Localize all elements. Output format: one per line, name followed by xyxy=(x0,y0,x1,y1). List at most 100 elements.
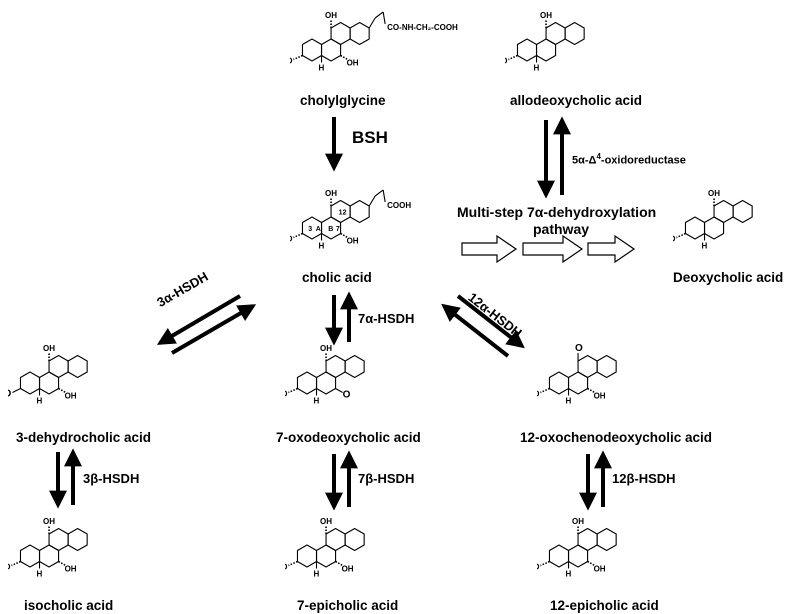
oxidoreductase-label: 5α-Δ4-oxidoreductase xyxy=(572,152,686,167)
ring-d-shape xyxy=(344,354,365,379)
ring-c-shape xyxy=(545,21,566,46)
h-label-c5: H xyxy=(566,570,572,579)
hsdh12b-label: 12β-HSDH xyxy=(612,471,676,486)
ring-c-shape xyxy=(48,527,69,552)
ring-d-shape xyxy=(349,21,370,46)
hydroxyl-label-c3: HO xyxy=(290,235,292,244)
hydroxyl-label-c3: HO xyxy=(537,390,539,399)
hydroxyl-label-c7: OH xyxy=(347,59,359,68)
oxodeoxycholic-label: 7-oxodeoxycholic acid xyxy=(276,430,421,445)
ketone-label-c3: O xyxy=(8,389,11,400)
ring-a-label: A xyxy=(316,226,321,233)
ring-d-shape xyxy=(349,199,370,224)
isocholic-label: isocholic acid xyxy=(24,598,114,613)
ring-c-shape xyxy=(325,354,346,379)
ring-d-shape xyxy=(732,199,753,224)
ketone-bond-c3 xyxy=(12,388,21,393)
hydroxyl-label-c3: HO xyxy=(505,57,507,66)
side-chain-bond-1 xyxy=(368,17,376,29)
cholic-acid-structure: HOHOHOHCOOH3AB712 xyxy=(290,189,411,251)
ring-c-shape xyxy=(713,199,734,224)
12-epicholic-label: 12-epicholic acid xyxy=(550,598,659,613)
hsdh12a-arrow-right xyxy=(456,294,525,349)
hydroxyl-label-c12: OH xyxy=(325,189,337,198)
cholylglycine-structure: HOHOHOHCO-NH-CH₂-COOH xyxy=(290,11,458,73)
hydroxyl-bond-c3 xyxy=(293,54,303,61)
h-label-c5: H xyxy=(534,64,540,73)
ring-d-shape xyxy=(67,354,88,379)
hydroxyl-label-c12: OH xyxy=(325,11,337,20)
ring-a-shape xyxy=(301,38,323,62)
hsdh7a-label: 7α-HSDH xyxy=(358,311,415,326)
h-label-c5: H xyxy=(314,570,320,579)
hydroxyl-label-c7: OH xyxy=(594,565,606,574)
ring-a-shape xyxy=(548,371,570,395)
h-label-c5: H xyxy=(319,242,325,251)
hydroxyl-bond-c7 xyxy=(587,560,595,567)
hydroxyl-label-c7: OH xyxy=(342,565,354,574)
allodeoxycholic-label: allodeoxycholic acid xyxy=(510,93,643,108)
hydroxyl-bond-c7 xyxy=(340,232,348,239)
hydroxyl-label-c3: HO xyxy=(285,390,287,399)
hydroxyl-bond-c3 xyxy=(11,560,21,567)
position-3-label: 3 xyxy=(308,226,312,233)
h-label-c5: H xyxy=(702,242,708,251)
ring-a-shape xyxy=(19,544,41,568)
hydroxyl-label-c7: OH xyxy=(65,392,77,401)
hydroxyl-label-c12: OH xyxy=(572,517,584,526)
hydroxyl-bond-c7 xyxy=(340,54,348,61)
ring-a-shape xyxy=(296,371,318,395)
ketone-bond-c7 xyxy=(335,388,343,393)
ring-a-shape xyxy=(548,544,570,568)
pathway-hollow-arrow-1 xyxy=(461,234,518,264)
ring-a-shape xyxy=(296,544,318,568)
hsdh12a-arrow-left xyxy=(441,303,510,358)
hydroxyl-bond-c7 xyxy=(587,387,595,394)
hydroxyl-bond-c3 xyxy=(508,54,518,61)
ring-d-shape xyxy=(67,527,88,552)
pathway-title-line1: Multi-step 7α-dehydroxylation xyxy=(457,204,657,220)
hydroxyl-bond-c3 xyxy=(676,232,686,239)
pathway-hollow-arrow-3 xyxy=(587,234,636,264)
h-label-c5: H xyxy=(319,64,325,73)
ring-c-shape xyxy=(48,354,69,379)
h-label-c5: H xyxy=(566,397,572,406)
hydroxyl-bond-c7 xyxy=(58,560,66,567)
hsdh3b-label: 3β-HSDH xyxy=(83,471,140,486)
h-label-c5: H xyxy=(314,397,320,406)
side-chain-bond-3 xyxy=(382,11,386,25)
ketone-label-c7: O xyxy=(343,390,351,401)
hydroxyl-bond-c3 xyxy=(293,232,303,239)
hydroxyl-label-c12: OH xyxy=(43,517,55,526)
h-label-c5: H xyxy=(37,397,43,406)
ring-d-shape xyxy=(564,21,585,46)
cooh-label: COOH xyxy=(387,201,411,210)
hydroxyl-bond-c7 xyxy=(335,560,343,567)
position-7-label: 7 xyxy=(336,226,340,233)
ketone-label-c12: O xyxy=(575,343,583,354)
hydroxyl-bond-c3 xyxy=(288,560,298,567)
h-label-c5: H xyxy=(37,570,43,579)
7-epicholic-label: 7-epicholic acid xyxy=(297,598,399,613)
dehydrocholic-label: 3-dehydrocholic acid xyxy=(16,430,152,445)
ring-b-label: B xyxy=(328,226,333,233)
position-12-label: 12 xyxy=(339,210,347,217)
hsdh7b-label: 7β-HSDH xyxy=(358,471,415,486)
hydroxyl-label-c3: HO xyxy=(285,563,287,572)
ring-a-shape xyxy=(684,216,706,240)
hydroxyl-label-c3: HO xyxy=(8,563,10,572)
hydroxyl-bond-c3 xyxy=(540,387,550,394)
side-chain-bond-1 xyxy=(368,195,376,207)
ring-a-shape xyxy=(19,371,41,395)
ring-d-shape xyxy=(344,527,365,552)
oxodeoxycholic-structure: HOHOOH xyxy=(285,344,365,406)
pathway-hollow-arrow-2 xyxy=(522,234,584,264)
